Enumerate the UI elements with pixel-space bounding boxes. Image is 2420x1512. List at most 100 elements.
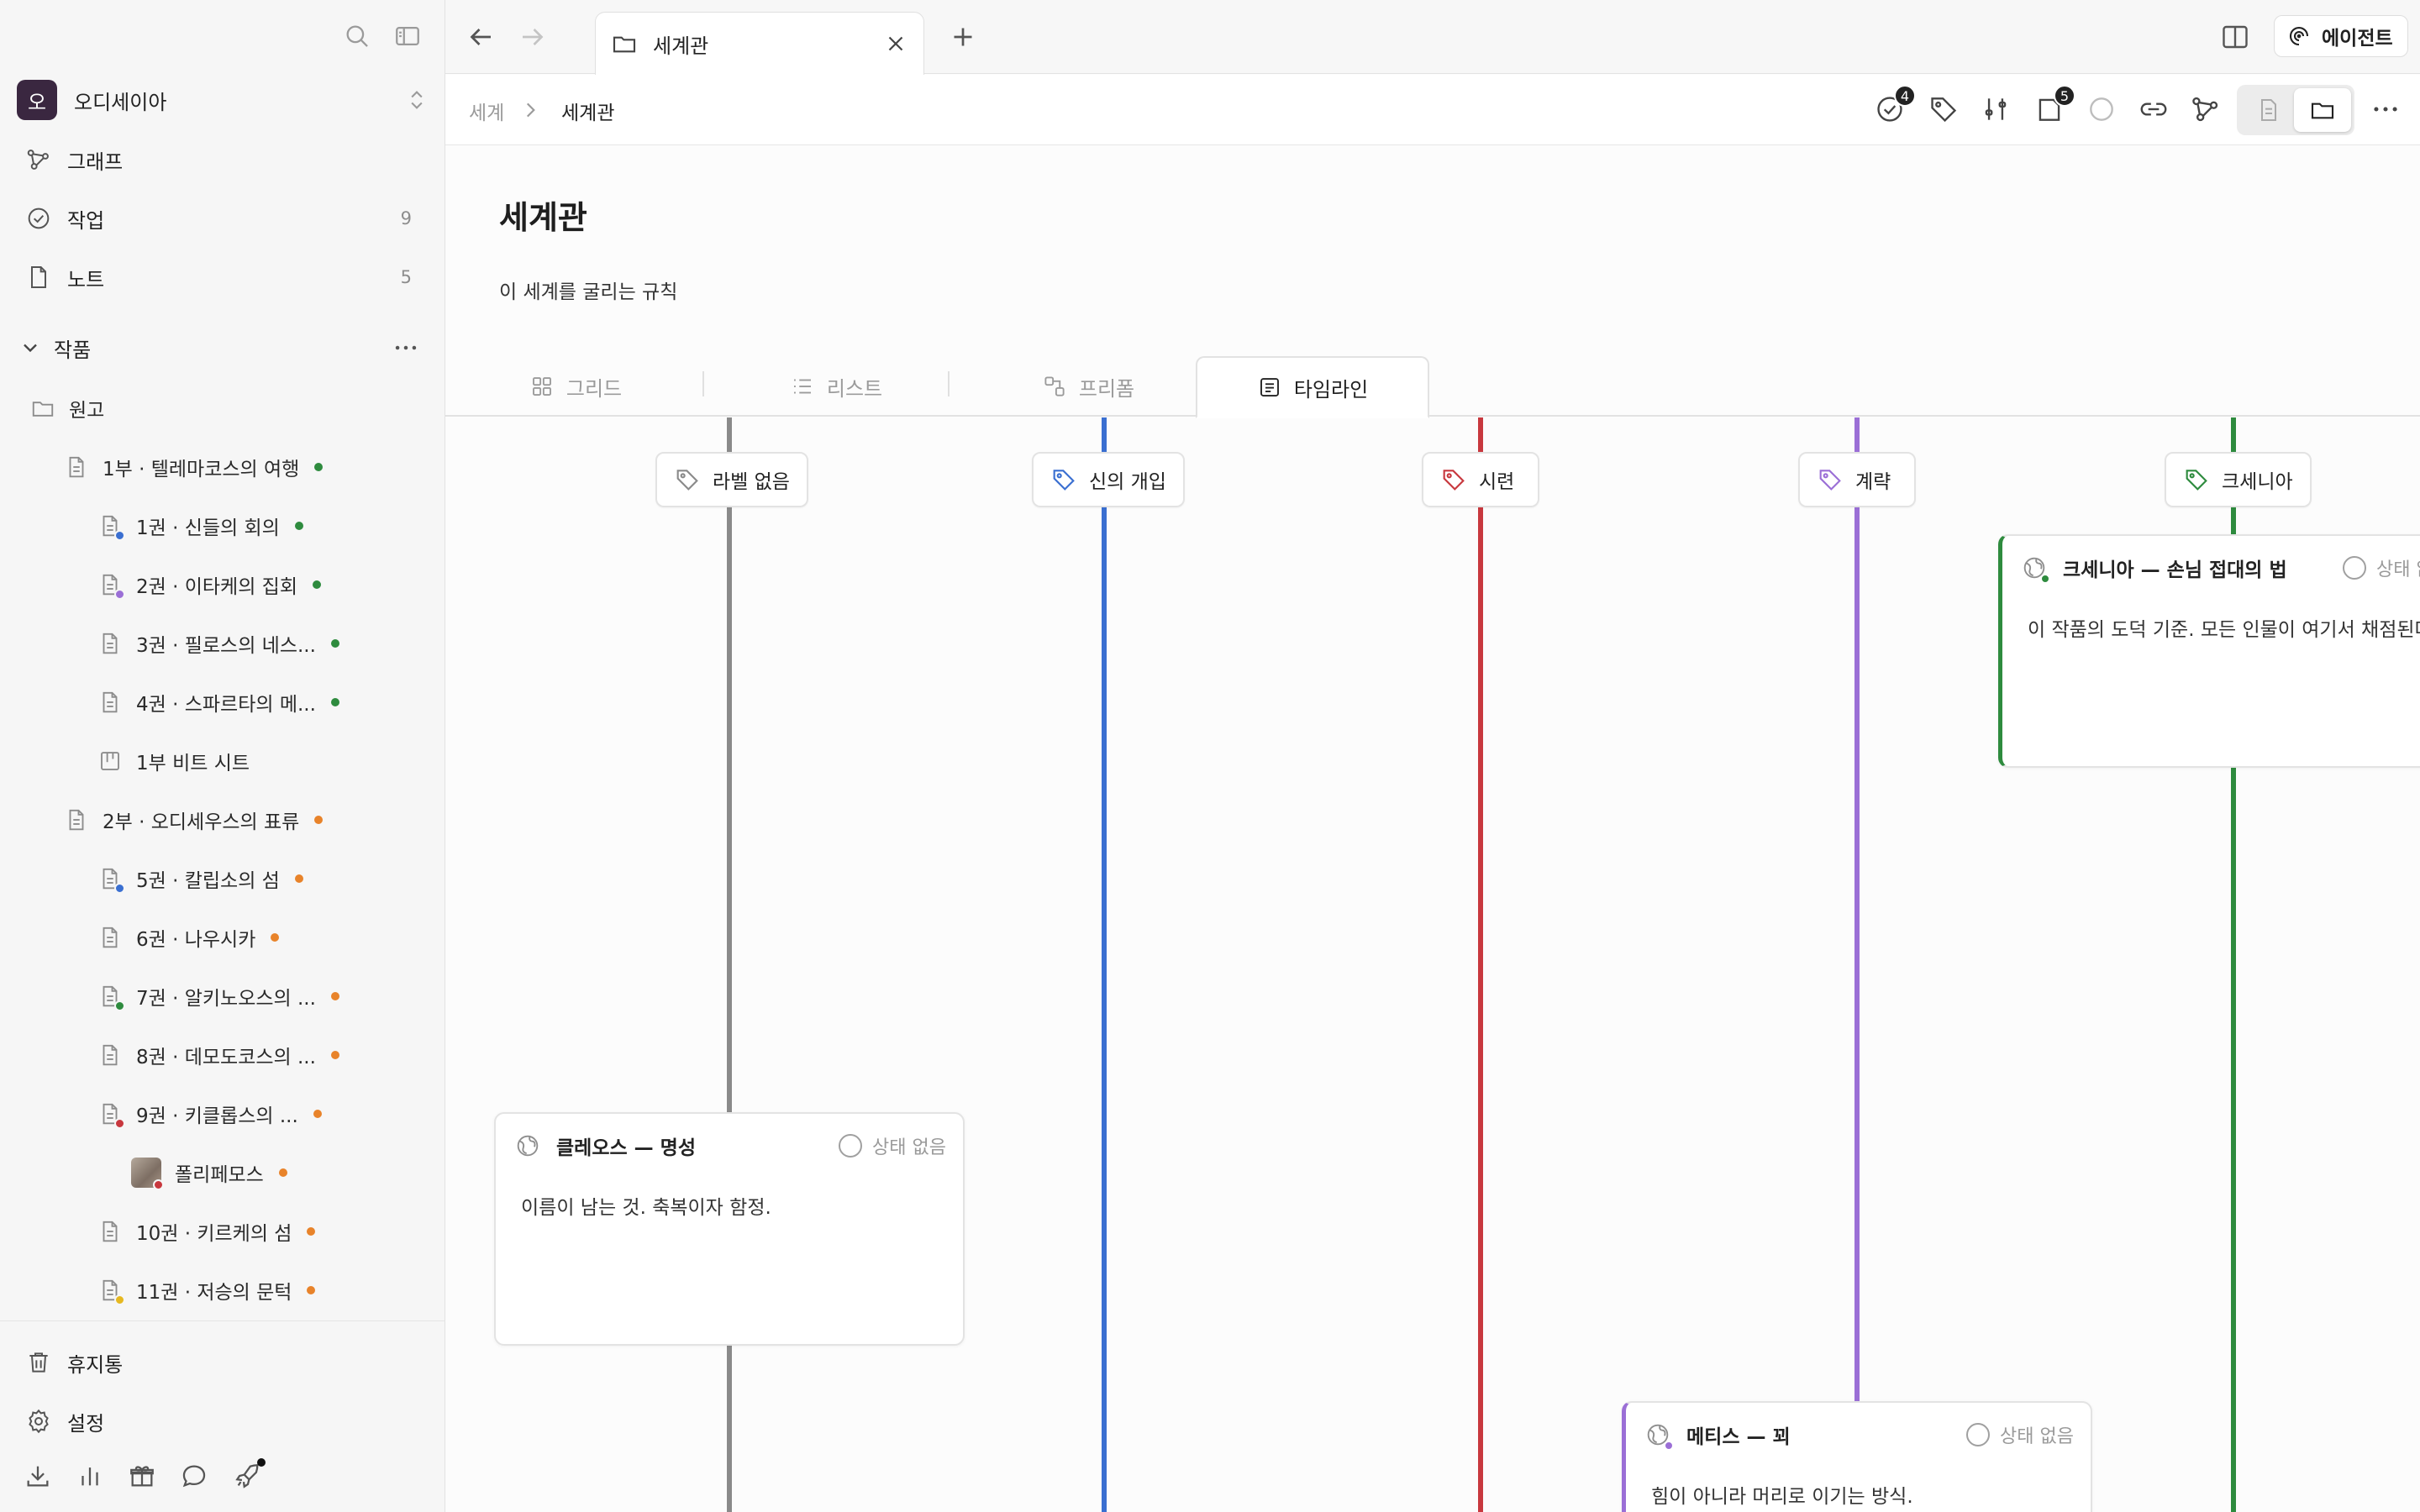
card-status[interactable]: 상태 없음	[1966, 1421, 2074, 1448]
nav-item-trash[interactable]: 휴지통	[25, 1337, 412, 1388]
doc-icon	[97, 631, 123, 656]
folder-icon	[2309, 97, 2336, 123]
concept-globe-icon	[514, 1132, 541, 1159]
chart-icon[interactable]	[76, 1462, 104, 1490]
nav-count: 5	[400, 267, 412, 287]
sliders-icon[interactable]	[1980, 93, 2012, 125]
chevron-updown-icon	[405, 88, 429, 112]
page-description[interactable]: 이 세계를 굴리는 규칙	[499, 281, 678, 303]
tree-item[interactable]: 1권 · 신들의 회의	[97, 501, 303, 551]
nav-item-tasks[interactable]: 작업 9	[25, 193, 412, 244]
tasks-badge: 4	[1894, 85, 1916, 107]
tree-item[interactable]: 4권 · 스파르타의 메...	[97, 677, 339, 727]
folder-mode-button[interactable]	[2294, 88, 2351, 132]
status-dot	[330, 698, 339, 706]
sidebar-toggle-icon[interactable]	[393, 22, 422, 50]
agent-spiral-icon	[2286, 24, 2312, 49]
nav-label: 설정	[67, 1411, 105, 1436]
tree-item[interactable]: 5권 · 칼립소의 섬	[97, 853, 303, 904]
card-status[interactable]: 상태 없음	[839, 1132, 946, 1159]
note-stack-icon[interactable]: 5	[2033, 85, 2075, 125]
tab-worldbuilding[interactable]: 세계관	[595, 12, 924, 75]
document-icon	[2255, 97, 2282, 123]
freeform-icon	[1042, 374, 1067, 399]
link-icon[interactable]	[2138, 93, 2170, 125]
status-circle-icon[interactable]	[2086, 93, 2118, 125]
status-dot	[294, 874, 303, 883]
search-icon[interactable]	[343, 22, 371, 50]
workspace-avatar: 오	[17, 80, 57, 120]
doc-icon	[97, 925, 123, 950]
page-mode-toggle	[2237, 85, 2354, 135]
split-view-icon[interactable]	[2220, 22, 2250, 52]
status-label: 상태 없음	[872, 1137, 946, 1158]
timeline-lane-label[interactable]: 크세니아	[2165, 452, 2312, 507]
close-icon[interactable]	[883, 31, 908, 56]
concept-globe-icon	[2021, 554, 2050, 584]
section-header-works[interactable]: 작품	[18, 326, 420, 370]
tree-item[interactable]: 3권 · 필로스의 네스...	[97, 618, 339, 669]
tab-label: 타임라인	[1293, 377, 1369, 402]
nav-item-notes[interactable]: 노트 5	[25, 252, 412, 302]
document-mode-button[interactable]	[2240, 88, 2297, 132]
nav-item-settings[interactable]: 설정	[25, 1396, 412, 1446]
tab-grid[interactable]: 그리드	[513, 356, 639, 417]
timeline-lane-label[interactable]: 시련	[1422, 452, 1539, 507]
more-horizontal-icon[interactable]	[2370, 93, 2402, 125]
tree-item[interactable]: 6권 · 나우시카	[97, 912, 280, 963]
tree-item[interactable]: 1부 비트 시트	[97, 736, 250, 786]
timeline-card[interactable]: 메티스 — 꾀 상태 없음 힘이 아니라 머리로 이기는 방식.	[1622, 1401, 2092, 1512]
tree-item[interactable]: 10권 · 키르케의 섬	[97, 1206, 316, 1257]
timeline-card[interactable]: 클레오스 — 명성 상태 없음 이름이 남는 것. 축복이자 함정.	[494, 1112, 965, 1346]
status-circle-icon	[2343, 556, 2367, 580]
back-arrow-icon[interactable]	[466, 22, 496, 52]
chat-icon[interactable]	[180, 1462, 208, 1490]
timeline-lane-label[interactable]: 라벨 없음	[655, 452, 808, 507]
timeline-lane-line	[727, 417, 732, 1512]
workspace-switcher[interactable]: 오 오디세이아	[17, 77, 429, 123]
tab-timeline[interactable]: 타임라인	[1196, 356, 1429, 418]
tab-list[interactable]: 리스트	[773, 356, 899, 417]
tree-item[interactable]: 2부 · 오디세우스의 표류	[64, 795, 324, 845]
tree-item[interactable]: 8권 · 데모도코스의 ...	[97, 1030, 339, 1080]
new-tab-plus-icon[interactable]	[948, 22, 978, 52]
tree-item[interactable]: 7권 · 알키노오스의 ...	[97, 971, 339, 1021]
download-icon[interactable]	[24, 1462, 52, 1490]
tree-item[interactable]: 9권 · 키클롭스의 ...	[97, 1089, 322, 1139]
breadcrumb-parent[interactable]: 세계	[469, 102, 505, 124]
tree-item[interactable]: 원고	[30, 383, 104, 433]
nav-item-graph[interactable]: 그래프	[25, 134, 412, 185]
label-color-dot	[114, 530, 125, 541]
timeline-card[interactable]: 크세니아 — 손님 접대의 법 상태 없음 이 작품의 도덕 기준. 모든 인물…	[1998, 534, 2420, 768]
forward-arrow-icon[interactable]	[518, 22, 548, 52]
main-content: 세계관 에이전트 세계 세계관	[445, 0, 2420, 1512]
sidebar-divider	[0, 1320, 445, 1321]
workspace-name: 오디세이아	[74, 90, 167, 114]
timeline-lane-label[interactable]: 계략	[1798, 452, 1916, 507]
lane-label-text: 신의 개입	[1089, 471, 1166, 493]
tree-item[interactable]: 폴리페모스	[131, 1147, 287, 1198]
card-body: 이 작품의 도덕 기준. 모든 인물이 여기서 채점된다.	[2028, 619, 2420, 641]
more-horizontal-icon[interactable]	[392, 333, 420, 362]
tree-item[interactable]: 1부 · 텔레마코스의 여행	[64, 442, 324, 492]
character-thumbnail	[131, 1158, 164, 1190]
status-circle-icon	[839, 1134, 863, 1158]
chevron-right-icon	[519, 99, 541, 121]
agent-button[interactable]: 에이전트	[2274, 15, 2408, 57]
task-check-icon[interactable]: 4	[1874, 85, 1916, 125]
tree-item[interactable]: 11권 · 저승의 문턱	[97, 1265, 316, 1315]
tree-item-label: 3권 · 필로스의 네스...	[136, 635, 316, 657]
gift-icon[interactable]	[128, 1462, 156, 1490]
graph-icon	[25, 146, 52, 173]
timeline-lane-line	[1478, 417, 1483, 1512]
tag-icon[interactable]	[1928, 93, 1960, 125]
tab-freeform[interactable]: 프리폼	[1017, 356, 1160, 417]
timeline-lane-label[interactable]: 신의 개입	[1032, 452, 1185, 507]
tree-item[interactable]: 2권 · 이타케의 집회	[97, 559, 321, 610]
note-icon	[25, 264, 52, 291]
graph-icon[interactable]	[2190, 93, 2222, 125]
rocket-icon[interactable]	[234, 1458, 266, 1490]
card-status[interactable]: 상태 없음	[2343, 554, 2420, 581]
tab-label: 리스트	[826, 376, 883, 401]
